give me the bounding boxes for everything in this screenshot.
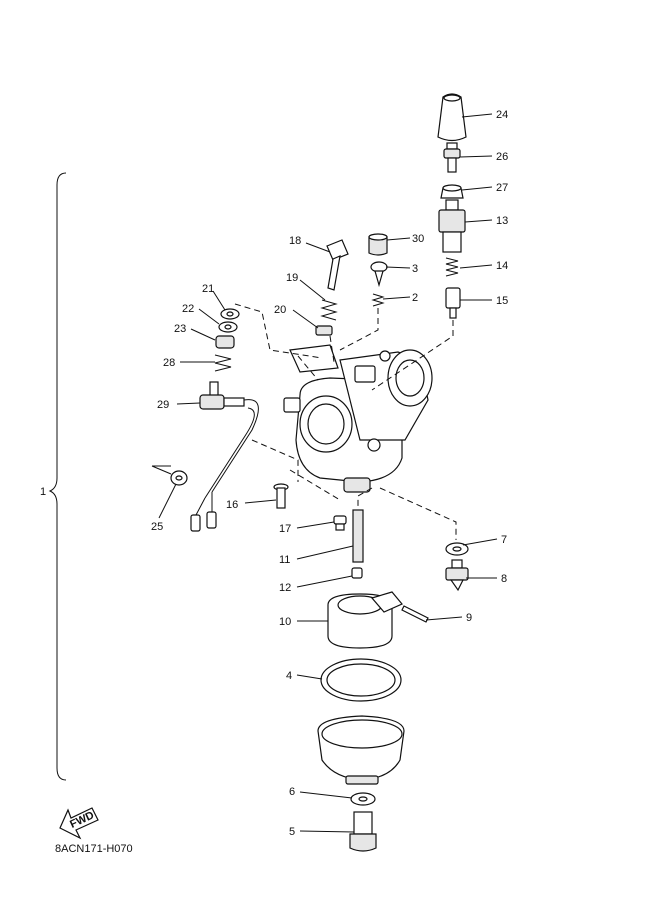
label-5: 5 bbox=[289, 826, 295, 838]
label-12: 12 bbox=[279, 582, 291, 594]
part-22-washer bbox=[218, 321, 238, 333]
part-3-screw bbox=[370, 261, 388, 288]
part-18-screw bbox=[326, 239, 349, 291]
label-17: 17 bbox=[279, 523, 291, 535]
carburetor-body bbox=[283, 344, 433, 493]
part-12-jet bbox=[351, 567, 363, 579]
assembly-line bbox=[379, 487, 457, 540]
label-26: 26 bbox=[496, 151, 508, 163]
part-4-gasket bbox=[320, 658, 402, 702]
label-19: 19 bbox=[286, 272, 298, 284]
part-24-cap bbox=[437, 93, 467, 142]
part-8-needle-valve bbox=[445, 559, 469, 592]
label-18: 18 bbox=[289, 235, 301, 247]
label-29: 29 bbox=[157, 399, 169, 411]
label-20: 20 bbox=[274, 304, 286, 316]
assembly-line bbox=[329, 335, 335, 363]
leader-lines bbox=[158, 113, 498, 833]
part-25-washer bbox=[151, 465, 188, 486]
part-9-pin bbox=[401, 605, 429, 623]
assembly-line bbox=[339, 308, 379, 351]
part-2-spring bbox=[371, 293, 385, 307]
label-23: 23 bbox=[174, 323, 186, 335]
part-26-adjuster bbox=[443, 142, 461, 173]
label-3: 3 bbox=[412, 263, 418, 275]
part-15-piston bbox=[445, 287, 461, 319]
label-9: 9 bbox=[466, 612, 472, 624]
part-17-jet bbox=[333, 515, 347, 531]
label-28: 28 bbox=[163, 357, 175, 369]
assembly-line bbox=[251, 439, 299, 482]
label-25: 25 bbox=[151, 521, 163, 533]
part-29-plunger bbox=[190, 381, 259, 532]
float-chamber bbox=[317, 715, 405, 785]
assembly-line bbox=[357, 487, 373, 510]
part-13-cap bbox=[438, 199, 466, 253]
label-21: 21 bbox=[202, 283, 214, 295]
label-16: 16 bbox=[226, 499, 238, 511]
assembly-line bbox=[234, 303, 323, 359]
part-14-spring bbox=[445, 257, 459, 277]
label-7: 7 bbox=[501, 534, 507, 546]
label-24: 24 bbox=[496, 109, 508, 121]
label-1: 1 bbox=[40, 486, 46, 498]
label-30: 30 bbox=[412, 233, 424, 245]
label-4: 4 bbox=[286, 670, 292, 682]
part-23-bush bbox=[215, 335, 235, 349]
part-19-spring bbox=[320, 299, 338, 321]
label-14: 14 bbox=[496, 260, 508, 272]
label-11: 11 bbox=[279, 554, 290, 566]
part-10-float bbox=[327, 591, 403, 649]
assembly-line bbox=[371, 320, 454, 391]
part-20-washer bbox=[315, 325, 333, 336]
part-7-washer bbox=[445, 542, 469, 556]
drawing-code: 8ACN171-H070 bbox=[55, 843, 133, 855]
part-28-spring bbox=[214, 354, 232, 372]
part-16-screw bbox=[273, 483, 289, 509]
assembly-brace bbox=[48, 172, 67, 781]
part-27-nut bbox=[440, 184, 464, 199]
part-5-bolt bbox=[349, 811, 377, 852]
fwd-arrow-icon: FWD bbox=[59, 807, 99, 840]
label-22: 22 bbox=[182, 303, 194, 315]
label-15: 15 bbox=[496, 295, 508, 307]
part-30-cap bbox=[368, 233, 388, 256]
label-8: 8 bbox=[501, 573, 507, 585]
label-27: 27 bbox=[496, 182, 508, 194]
part-21-washer bbox=[220, 308, 240, 320]
label-6: 6 bbox=[289, 786, 295, 798]
assembly-line bbox=[297, 355, 319, 381]
label-10: 10 bbox=[279, 616, 291, 628]
label-13: 13 bbox=[496, 215, 508, 227]
part-11-nozzle bbox=[352, 509, 364, 563]
part-6-washer bbox=[350, 792, 376, 806]
label-2: 2 bbox=[412, 292, 418, 304]
